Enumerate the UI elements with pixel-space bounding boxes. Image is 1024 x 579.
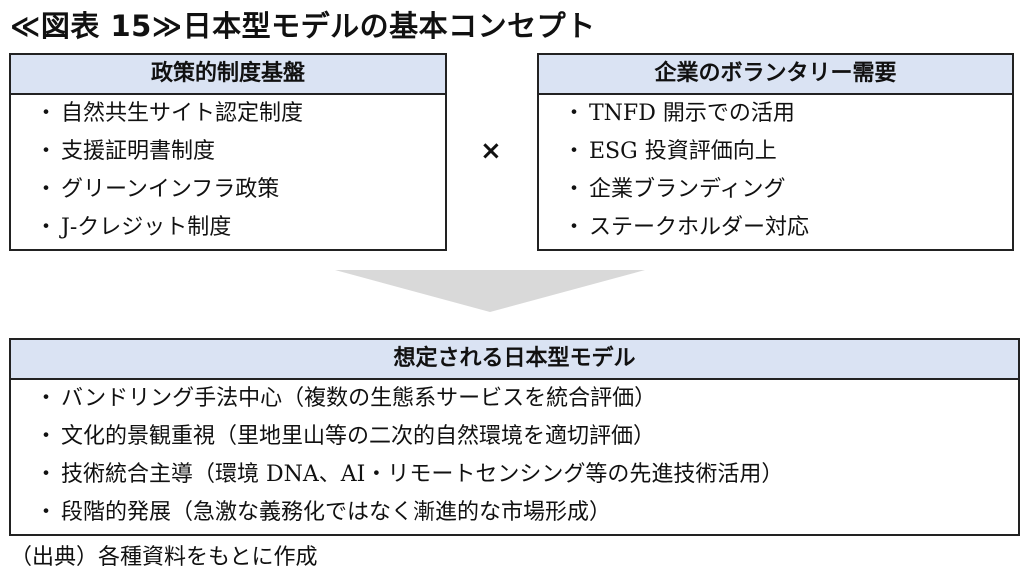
list-item-text: TNFD 開示での活用: [589, 101, 795, 126]
list-item-text: ステークホルダー対応: [589, 215, 810, 240]
list-item: ・グリーンインフラ政策: [11, 171, 445, 209]
list-item: ・技術統合主導（環境 DNA、AI・リモートセンシング等の先進技術活用）: [11, 456, 1018, 494]
bullet: ・: [35, 101, 58, 126]
list-item-text: 文化的景観重視（里地里山等の二次的自然環境を適切評価）: [61, 424, 656, 449]
bullet: ・: [35, 500, 58, 525]
list-item: ・自然共生サイト認定制度: [11, 95, 445, 133]
bullet: ・: [35, 424, 58, 449]
bullet: ・: [563, 215, 586, 240]
list-item: ・文化的景観重視（里地里山等の二次的自然環境を適切評価）: [11, 418, 1018, 456]
list-item-text: グリーンインフラ政策: [61, 177, 280, 202]
list-item-text: 自然共生サイト認定制度: [61, 101, 304, 126]
list-item-text: バンドリング手法中心（複数の生態系サービスを統合評価）: [61, 386, 657, 411]
bullet: ・: [35, 215, 58, 240]
list-item: ・TNFD 開示での活用: [539, 95, 1012, 133]
bullet: ・: [563, 177, 586, 202]
list-item: ・ESG 投資評価向上: [539, 133, 1012, 171]
list-item: ・ステークホルダー対応: [539, 209, 1012, 247]
policy-foundation-list: ・自然共生サイト認定制度 ・支援証明書制度 ・グリーンインフラ政策 ・J-クレジ…: [11, 95, 445, 247]
bullet: ・: [35, 462, 58, 487]
list-item-text: 支援証明書制度: [61, 139, 216, 164]
bullet: ・: [35, 386, 58, 411]
policy-foundation-box: 政策的制度基盤 ・自然共生サイト認定制度 ・支援証明書制度 ・グリーンインフラ政…: [9, 53, 447, 251]
list-item: ・支援証明書制度: [11, 133, 445, 171]
voluntary-demand-box: 企業のボランタリー需要 ・TNFD 開示での活用 ・ESG 投資評価向上 ・企業…: [537, 53, 1014, 251]
list-item-text: J-クレジット制度: [61, 215, 232, 240]
list-item-text: 企業ブランディング: [589, 177, 786, 202]
list-item: ・段階的発展（急激な義務化ではなく漸進的な市場形成）: [11, 494, 1018, 532]
bullet: ・: [563, 101, 586, 126]
list-item-text: 段階的発展（急激な義務化ではなく漸進的な市場形成）: [61, 500, 612, 525]
bullet: ・: [35, 139, 58, 164]
bullet: ・: [35, 177, 58, 202]
voluntary-demand-header: 企業のボランタリー需要: [539, 55, 1012, 95]
list-item: ・J-クレジット制度: [11, 209, 445, 247]
list-item: ・企業ブランディング: [539, 171, 1012, 209]
arrow-shape: [335, 270, 645, 312]
list-item: ・バンドリング手法中心（複数の生態系サービスを統合評価）: [11, 380, 1018, 418]
source-note: （出典）各種資料をもとに作成: [10, 545, 318, 570]
japan-model-list: ・バンドリング手法中心（複数の生態系サービスを統合評価） ・文化的景観重視（里地…: [11, 380, 1018, 532]
list-item-text: ESG 投資評価向上: [589, 139, 777, 164]
list-item-text: 技術統合主導（環境 DNA、AI・リモートセンシング等の先進技術活用）: [61, 462, 784, 487]
down-arrow-icon: [335, 270, 645, 312]
japan-model-box: 想定される日本型モデル ・バンドリング手法中心（複数の生態系サービスを統合評価）…: [9, 338, 1020, 536]
policy-foundation-header: 政策的制度基盤: [11, 55, 445, 95]
bullet: ・: [563, 139, 586, 164]
voluntary-demand-list: ・TNFD 開示での活用 ・ESG 投資評価向上 ・企業ブランディング ・ステー…: [539, 95, 1012, 247]
japan-model-header: 想定される日本型モデル: [11, 340, 1018, 380]
multiply-operator: ×: [480, 136, 502, 166]
figure-title: ≪図表 15≫日本型モデルの基本コンセプト: [10, 9, 596, 43]
